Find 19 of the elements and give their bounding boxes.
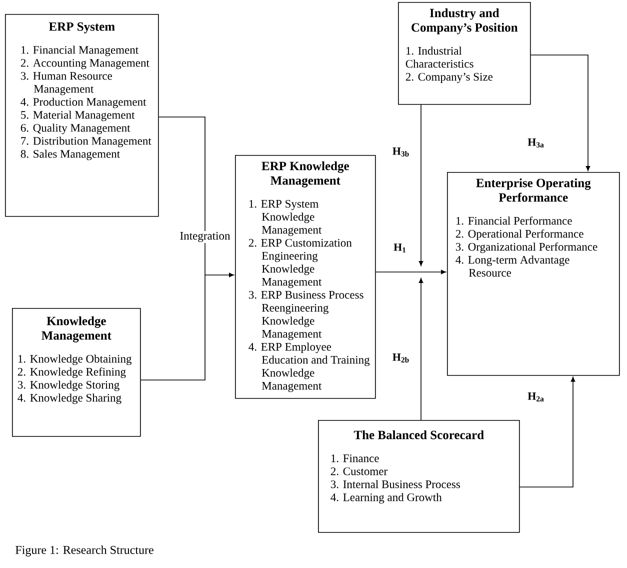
arrow [140,116,234,380]
text-box: ERP Knowledge Management 1. ERP System Knowledge Management 2. ERP Customization Engineering Knowledge Management 3. ERP Business Process Reengineering Knowledge Management 4. ERP Employee Education and Training Knowledge Management [235,155,376,399]
arrow [418,278,424,420]
edge-label: H$_{2a}$ [526,392,546,402]
figure-caption: Figure 1: Research Structure [16,546,154,556]
text-box: Enterprise Operating Performance 1. Financial Performance 2. Operational Performance 3. Organizational Performance 4. Long-term Advantage Resource [447,172,620,376]
edge-label: Integration [178,230,232,244]
arrow [519,376,576,488]
arrow [375,270,446,274]
edge-label: H$_{2b}$ [391,352,411,364]
arrow [530,54,590,171]
edge-label: H$_{3a}$ [526,138,546,148]
text-box: ERP System 1. Financial Management 2. Accounting Management 3. Human Resource Management 4. Production Management 5. Material Management 6. Quality Management 7. Distribution Management 8. Sales Management [5,14,159,217]
text-box: The Balanced Scorecard 1. Finance 2. Customer 3. Internal Business Process 4. Learning and Growth [318,420,520,533]
edge-label: H$_{1}$ [392,242,408,254]
text-box: Industry and Company’s Position 1. Industrial Characteristics 2. Company’s Size [398,2,531,105]
arrow [418,104,424,266]
text-box: Knowledge Management 1. Knowledge Obtaining 2. Knowledge Refining 3. Knowledge Storing 4. Knowledge Sharing [12,308,141,437]
edge-label: H$_{3b}$ [391,146,411,158]
